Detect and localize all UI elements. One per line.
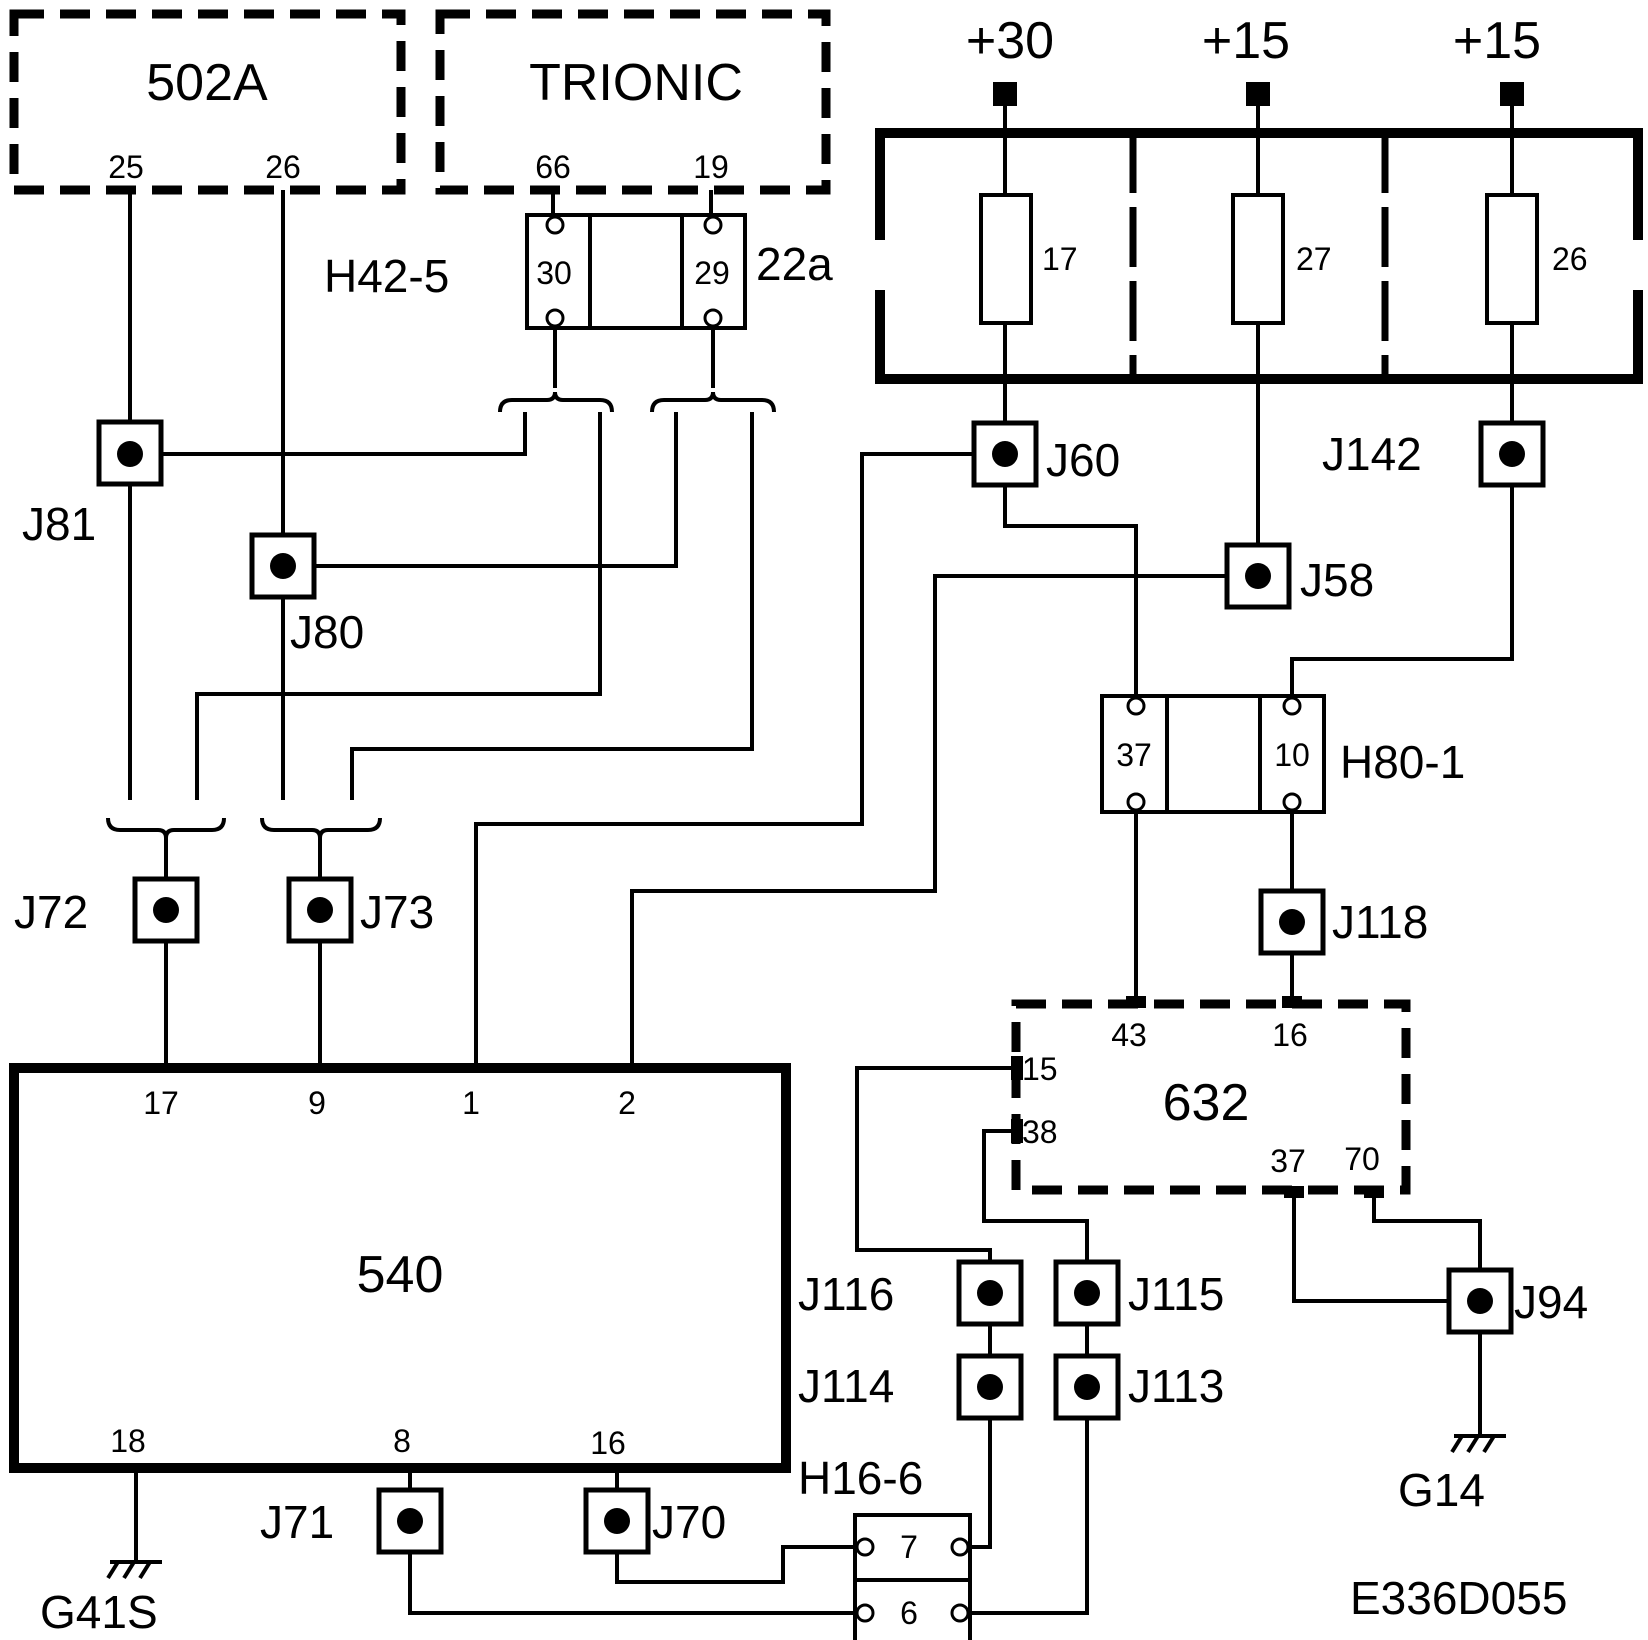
module-540-label: 540: [357, 1246, 444, 1304]
module-632-label: 632: [1163, 1074, 1250, 1132]
m632-pin-38: 38: [1022, 1114, 1058, 1150]
m632-pin-70: 70: [1344, 1141, 1380, 1177]
module-540: 540 17 9 1 2 18 8 16: [9, 1063, 791, 1473]
power-supplies: +30 +15 +15: [966, 12, 1541, 106]
j142-label: J142: [1322, 428, 1422, 480]
junction-j80: J80: [249, 532, 364, 658]
m632-pin-15: 15: [1022, 1051, 1058, 1087]
fuse-box: 17 27 26: [874, 128, 1644, 384]
ground-g41s: G41S: [40, 1560, 162, 1638]
junction-j113: J113: [1053, 1353, 1224, 1421]
h16-pin-7: 7: [900, 1529, 918, 1565]
fuse-17-label: 17: [1042, 241, 1078, 277]
j58-label: J58: [1300, 554, 1374, 606]
junction-j118: J118: [1258, 888, 1428, 956]
junctions: J81 J80 J72 J73 J60 J142 J58 J118: [14, 419, 1588, 1555]
pin-26: 26: [265, 149, 301, 185]
m540-pin-1: 1: [462, 1085, 480, 1121]
m540-pin-16: 16: [590, 1425, 626, 1461]
j115-label: J115: [1128, 1268, 1224, 1320]
pin-19: 19: [693, 149, 729, 185]
connector-h16: 7 6 H16-6: [798, 1452, 972, 1640]
h80-pin-37: 37: [1116, 737, 1152, 773]
j118-label: J118: [1332, 896, 1428, 948]
junction-j94: J94: [1446, 1267, 1588, 1335]
fuse-26-label: 26: [1552, 241, 1588, 277]
junction-j72: J72: [14, 876, 200, 944]
junction-j58: J58: [1224, 542, 1374, 610]
h80-pin-10: 10: [1274, 737, 1310, 773]
module-502a-label: 502A: [146, 54, 268, 112]
j80-label: J80: [290, 606, 364, 658]
wire-splits: [106, 391, 776, 839]
j73-label: J73: [360, 886, 434, 938]
m540-pin-2: 2: [618, 1085, 636, 1121]
module-trionic-label: TRIONIC: [529, 54, 743, 112]
module-trionic: TRIONIC 66 19: [435, 9, 831, 195]
m540-pin-8: 8: [393, 1423, 411, 1459]
j81-label: J81: [22, 498, 96, 550]
figure-id: E336D055: [1350, 1572, 1567, 1624]
h80-label: H80-1: [1340, 736, 1465, 788]
m540-pin-9: 9: [308, 1085, 326, 1121]
j70-label: J70: [652, 1496, 726, 1548]
junction-j115: J115: [1053, 1259, 1224, 1327]
h16-label: H16-6: [798, 1452, 923, 1504]
j116-label: J116: [798, 1268, 894, 1320]
junction-j81: J81: [22, 419, 164, 550]
junction-j142: J142: [1322, 420, 1546, 488]
h42-pin-29: 29: [694, 255, 730, 291]
h42-label: H42-5: [324, 250, 449, 302]
j114-label: J114: [798, 1360, 894, 1412]
j72-label: J72: [14, 886, 88, 938]
pin-66: 66: [535, 149, 571, 185]
j60-label: J60: [1046, 434, 1120, 486]
junction-j114: J114: [798, 1353, 1024, 1421]
m632-pin-43: 43: [1111, 1017, 1147, 1053]
h42-pin-30: 30: [536, 255, 572, 291]
g41s-label: G41S: [40, 1586, 158, 1638]
m632-pin-37: 37: [1270, 1143, 1306, 1179]
fuse-27-label: 27: [1296, 241, 1332, 277]
j94-label: J94: [1514, 1276, 1588, 1328]
supply-plus15-b: +15: [1453, 12, 1541, 70]
supply-plus30: +30: [966, 12, 1054, 70]
h16-pin-6: 6: [900, 1595, 918, 1631]
h42-side-label: 22a: [756, 238, 833, 290]
junction-j71: J71: [260, 1487, 444, 1555]
connector-h42: 30 29 H42-5 22a: [324, 213, 833, 330]
junction-j116: J116: [798, 1259, 1024, 1327]
module-632: 632 43 16 15 38 37 70: [1011, 996, 1411, 1198]
pin-25: 25: [108, 149, 144, 185]
j71-label: J71: [260, 1496, 334, 1548]
m632-pin-16: 16: [1272, 1017, 1308, 1053]
ground-g14: G14: [1398, 1434, 1506, 1516]
supply-plus15-a: +15: [1202, 12, 1290, 70]
j113-label: J113: [1128, 1360, 1224, 1412]
junction-j60: J60: [971, 420, 1120, 488]
junction-j73: J73: [286, 876, 434, 944]
m540-pin-18: 18: [110, 1423, 146, 1459]
module-502a: 502A 25 26: [9, 9, 406, 195]
wires: [128, 105, 1514, 1615]
connector-h80: 37 10 H80-1: [1100, 694, 1465, 814]
junction-j70: J70: [583, 1487, 726, 1555]
g14-label: G14: [1398, 1464, 1485, 1516]
m540-pin-17: 17: [143, 1085, 179, 1121]
